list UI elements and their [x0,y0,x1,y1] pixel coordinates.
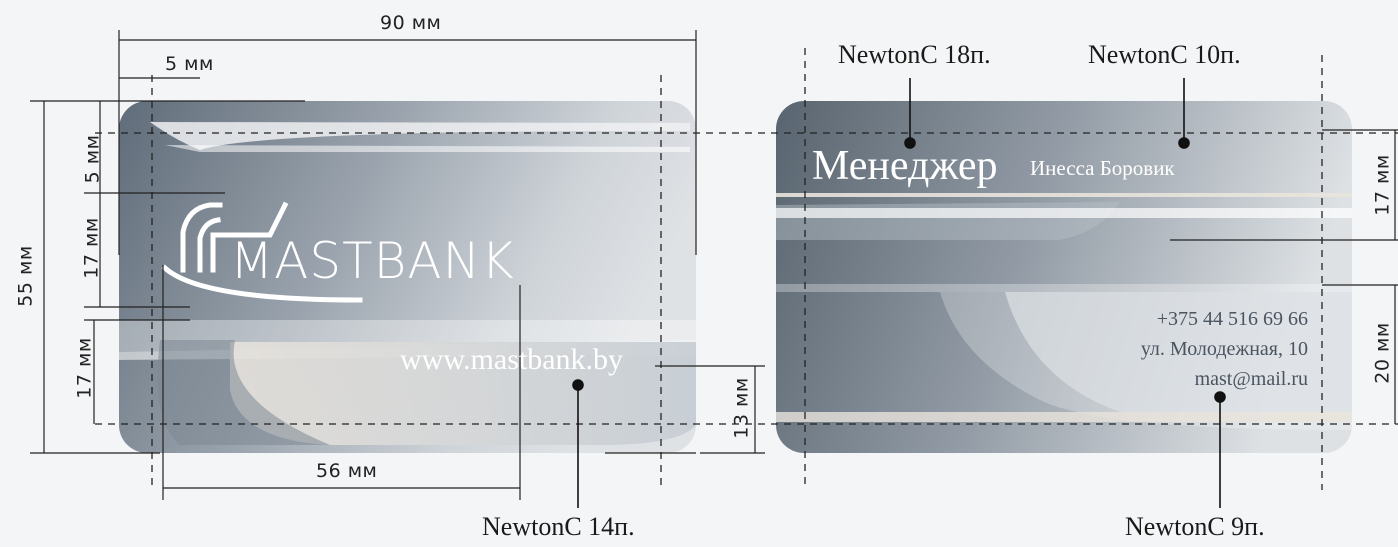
font-callouts [572,78,1226,508]
back-email: mast@mail.ru [1194,368,1308,390]
dim-logo-height-label: 17 мм [80,217,103,279]
dim-web-block-label: 13 мм [730,377,753,439]
dimension-lines [30,30,1398,500]
dim-bottom-block-label: 17 мм [73,337,96,399]
back-phone: +375 44 516 69 66 [1156,308,1308,330]
dim-margin-label: 5 мм [165,53,214,75]
dim-top-offset-label: 5 мм [81,134,104,184]
logo-wordmark: MASTBANK [230,232,515,290]
front-card [119,101,696,453]
guide-lines [95,48,1398,490]
back-address: ул. Молодежная, 10 [1140,338,1308,360]
font-label-website: NewtonC 14п. [482,512,635,541]
dim-back-contacts-label: 20 мм [1371,322,1394,384]
font-label-name: NewtonC 10п. [1088,40,1241,69]
back-position: Менеджер [812,143,998,189]
font-label-contacts: NewtonC 9п. [1125,512,1265,541]
dim-back-top-label: 17 мм [1371,154,1394,216]
back-card [776,101,1352,453]
dim-logo-width-label: 56 мм [316,460,378,482]
mastbank-logo-icon [161,201,363,303]
dim-height-label: 55 мм [14,245,37,307]
back-name: Инесса Боровик [1030,156,1175,180]
font-label-position: NewtonC 18п. [838,40,991,69]
front-website: www.mastbank.by [400,343,624,376]
dim-width-label: 90 мм [380,12,442,34]
